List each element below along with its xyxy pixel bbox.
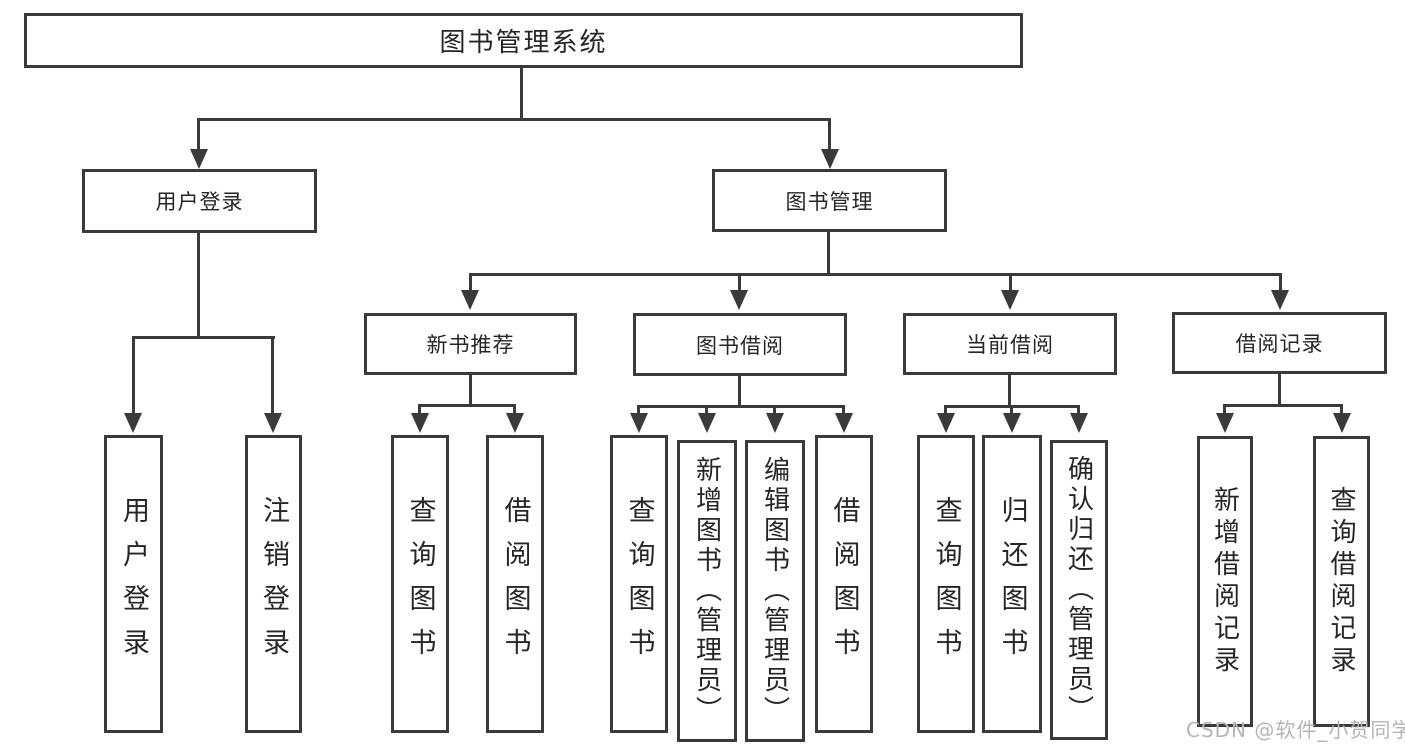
connector	[637, 405, 844, 408]
connector	[197, 118, 831, 121]
arrow-down-icon	[264, 413, 282, 433]
connector	[469, 273, 1282, 276]
arrow-down-icon	[730, 290, 748, 310]
connector	[1279, 273, 1282, 293]
node-book-management: 图书管理	[712, 169, 947, 232]
connector	[513, 404, 516, 415]
arrow-down-icon	[937, 413, 955, 433]
arrow-down-icon	[1216, 413, 1234, 433]
leaf-query-borrow-record: 查询借阅记录	[1313, 436, 1370, 727]
connector	[828, 118, 831, 151]
connector	[827, 232, 830, 276]
leaf-logout: 注销登录	[245, 435, 302, 733]
arrow-down-icon	[835, 413, 853, 433]
arrow-down-icon	[698, 413, 716, 433]
connector	[197, 233, 200, 336]
connector	[418, 404, 421, 415]
connector	[1010, 405, 1013, 415]
connector	[738, 273, 741, 293]
arrow-down-icon	[461, 290, 479, 310]
node-borrowing-records: 借阅记录	[1172, 312, 1387, 374]
leaf-query-books-3: 查询图书	[917, 435, 975, 733]
connector	[944, 405, 947, 415]
leaf-edit-books-admin: 编辑图书（管理员）	[745, 440, 805, 742]
arrow-down-icon	[1070, 413, 1088, 433]
leaf-query-books-2: 查询图书	[610, 435, 668, 733]
arrow-down-icon	[411, 413, 429, 433]
csdn-watermark: CSDN @软件_小贺同学	[1186, 718, 1405, 742]
connector	[1009, 273, 1012, 293]
arrow-down-icon	[630, 413, 648, 433]
arrow-down-icon	[1271, 290, 1289, 310]
connector	[842, 405, 845, 415]
arrow-down-icon	[821, 149, 839, 169]
node-new-book-recommend: 新书推荐	[364, 313, 577, 375]
leaf-borrow-books-1: 借阅图书	[486, 435, 544, 733]
arrow-down-icon	[124, 413, 142, 433]
arrow-down-icon	[1333, 413, 1351, 433]
connector	[1077, 405, 1080, 415]
connector	[132, 336, 135, 414]
arrow-down-icon	[506, 413, 524, 433]
connector	[197, 118, 200, 151]
connector	[773, 405, 776, 415]
connector	[1340, 404, 1343, 415]
connector	[469, 273, 472, 293]
leaf-return-books: 归还图书	[982, 435, 1042, 733]
arrow-down-icon	[1003, 413, 1021, 433]
node-library-management-system: 图书管理系统	[24, 13, 1023, 68]
leaf-query-books-1: 查询图书	[391, 435, 449, 733]
leaf-confirm-return-admin: 确认归还（管理员）	[1050, 440, 1108, 740]
connector	[705, 405, 708, 415]
node-book-borrowing: 图书借阅	[633, 313, 847, 376]
leaf-add-borrow-record: 新增借阅记录	[1197, 436, 1253, 727]
connector	[469, 375, 472, 406]
node-user-login: 用户登录	[82, 169, 317, 233]
arrow-down-icon	[190, 149, 208, 169]
node-current-borrowing: 当前借阅	[903, 313, 1117, 375]
connector	[1223, 404, 1342, 407]
connector	[637, 405, 640, 415]
arrow-down-icon	[1001, 290, 1019, 310]
connector	[1008, 375, 1011, 407]
leaf-add-books-admin: 新增图书（管理员）	[677, 440, 737, 742]
connector	[271, 336, 274, 414]
connector	[419, 404, 516, 407]
leaf-user-login: 用户登录	[104, 435, 163, 733]
arrow-down-icon	[766, 413, 784, 433]
connector	[1223, 404, 1226, 415]
connector	[520, 68, 523, 118]
connector	[738, 376, 741, 407]
connector	[1278, 374, 1281, 405]
connector	[132, 336, 275, 339]
leaf-borrow-books-2: 借阅图书	[815, 435, 873, 733]
